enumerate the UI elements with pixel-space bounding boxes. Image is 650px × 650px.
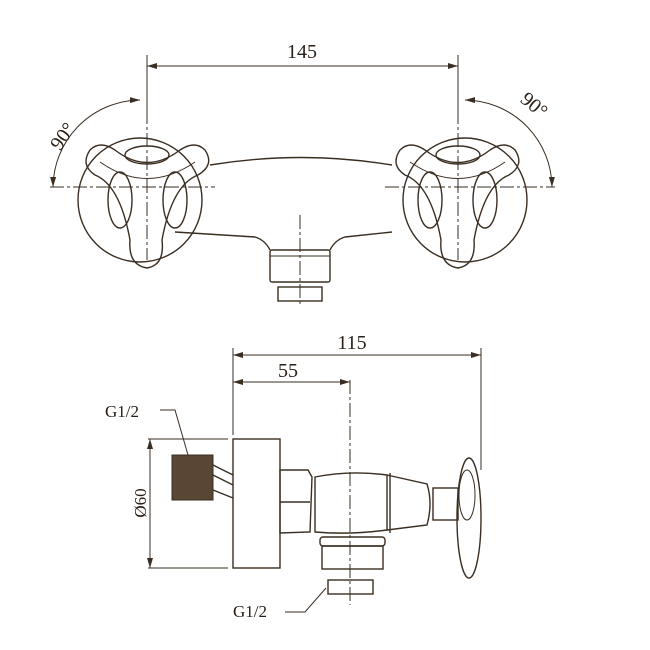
rotation-arc-right [464,97,555,188]
wall-plate [232,438,281,569]
outlet-thread-label: G1/2 [233,602,267,621]
valve-stem [432,487,459,521]
dimension-label-115: 115 [337,332,366,354]
handle-left [77,110,210,269]
outlet-leader [285,587,327,613]
front-view: 145 90° 90° [46,41,555,305]
dimension-label-diameter: Ø60 [131,488,150,517]
side-view: 115 55 Ø60 G1/2 G1/2 [105,332,482,621]
rotation-arc-left [50,97,141,188]
outlet-ring [319,536,386,547]
hex-nut [279,469,313,534]
valve-body [314,472,388,534]
inlet-leader [160,409,189,456]
mixer-body [174,156,393,251]
inlet-thread [171,454,214,501]
dimension-label-145: 145 [287,41,317,63]
angle-label-right: 90° [516,88,552,123]
handle-right [395,110,528,269]
angle-label-left: 90° [46,119,80,155]
dimension-label-55: 55 [278,360,298,382]
inlet-thread-label: G1/2 [105,402,139,421]
side-handle [456,457,482,579]
valve-bonnet [386,473,431,533]
outlet-body [321,545,384,570]
